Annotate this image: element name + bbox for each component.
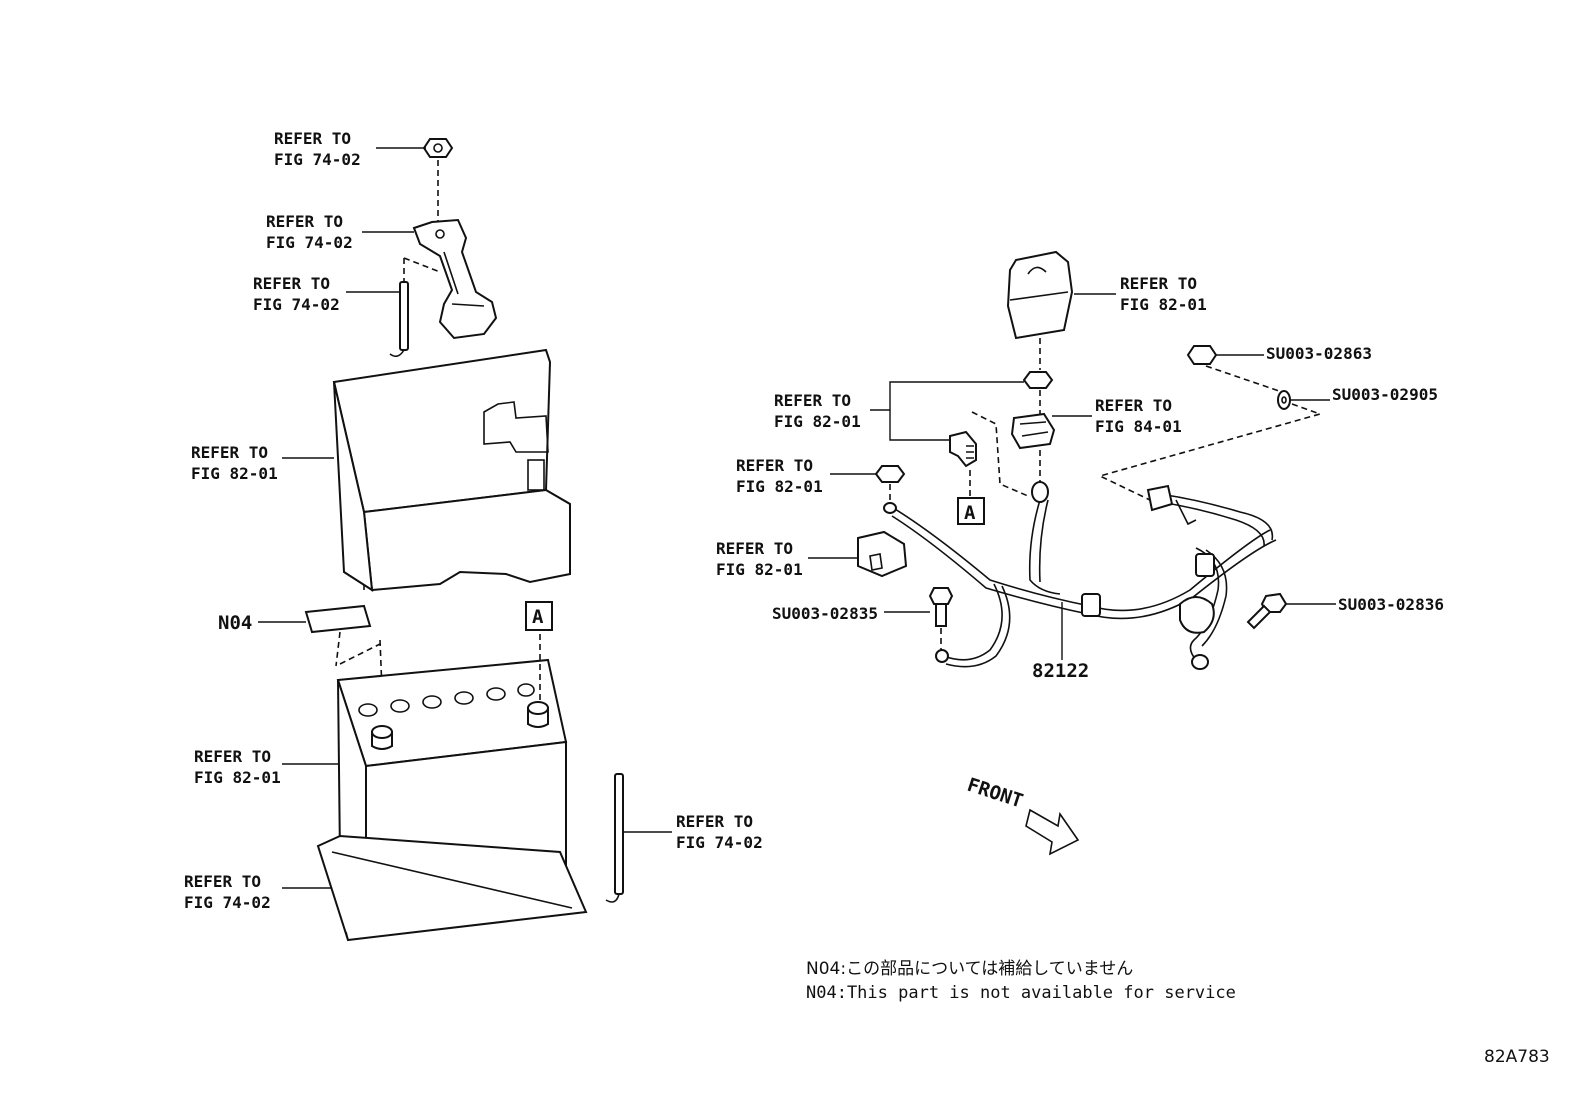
note-japanese: N04:この部品については補給していません [806,959,1133,979]
label-tray-line1: REFER TO [184,872,261,891]
figure-code: 82A783 [1484,1047,1550,1067]
label-su-02836: SU003-02836 [1338,595,1444,614]
label-term-group-line2: FIG 82-01 [774,412,861,431]
label-cover-line1: REFER TO [191,443,268,462]
label-su-02863: SU003-02863 [1266,344,1372,363]
label-fuse-line2: FIG 84-01 [1095,417,1182,436]
hold-down-nut [422,138,454,158]
label-su-02905: SU003-02905 [1332,385,1438,404]
label-term-group-line1: REFER TO [774,391,851,410]
front-arrow [1025,808,1080,856]
reference-marker-a-left [525,601,553,631]
label-rod-top-line2: FIG 74-02 [253,295,340,314]
label-marker-a-left: A [532,606,544,628]
fusible-link [1010,412,1056,450]
label-rod-top-line1: REFER TO [253,274,330,293]
hold-down-rod-right [605,773,624,903]
label-term-cover-line2: FIG 82-01 [1120,295,1207,314]
terminal-clamp-positive [949,430,977,468]
label-term-cover-line1: REFER TO [1120,274,1197,293]
label-n04: N04 [218,612,252,634]
terminal-nut [1022,371,1054,389]
label-clamp-term-line1: REFER TO [716,539,793,558]
hold-down-rod-left [389,281,409,358]
reference-marker-a-right [957,497,985,525]
label-nut-top-line2: FIG 74-02 [274,150,361,169]
label-term-nut-line2: FIG 82-01 [736,477,823,496]
label-clamp-line1: REFER TO [266,212,343,231]
label-term-nut-line1: REFER TO [736,456,813,475]
label-battery-line1: REFER TO [194,747,271,766]
cable-terminal-nut [874,465,906,483]
label-rod-right-line1: REFER TO [676,812,753,831]
washer-02905 [1277,390,1291,410]
label-tray-line2: FIG 74-02 [184,893,271,912]
label-part-82122: 82122 [1032,660,1089,682]
label-fuse-line1: REFER TO [1095,396,1172,415]
label-marker-a-right: A [964,502,976,524]
label-battery-line2: FIG 82-01 [194,768,281,787]
nut-02863 [1186,345,1218,365]
wire-harness [883,481,1277,670]
leader-lines [258,147,1336,889]
battery-clamp [412,218,498,340]
label-clamp-term-line2: FIG 82-01 [716,560,803,579]
label-sticker [304,604,372,634]
label-su-02835: SU003-02835 [772,604,878,623]
label-front: FRONT [964,774,1025,813]
label-nut-top-line1: REFER TO [274,129,351,148]
bolt-02835 [928,587,954,627]
bolt-02836 [1246,592,1288,630]
note-english: N04:This part is not available for servi… [806,983,1236,1003]
label-rod-right-line2: FIG 74-02 [676,833,763,852]
label-clamp-line2: FIG 74-02 [266,233,353,252]
terminal-cover [1006,250,1074,340]
terminal-clamp-negative [857,530,908,578]
label-cover-line2: FIG 82-01 [191,464,278,483]
battery-cover [332,348,571,592]
battery-tray [316,834,588,942]
